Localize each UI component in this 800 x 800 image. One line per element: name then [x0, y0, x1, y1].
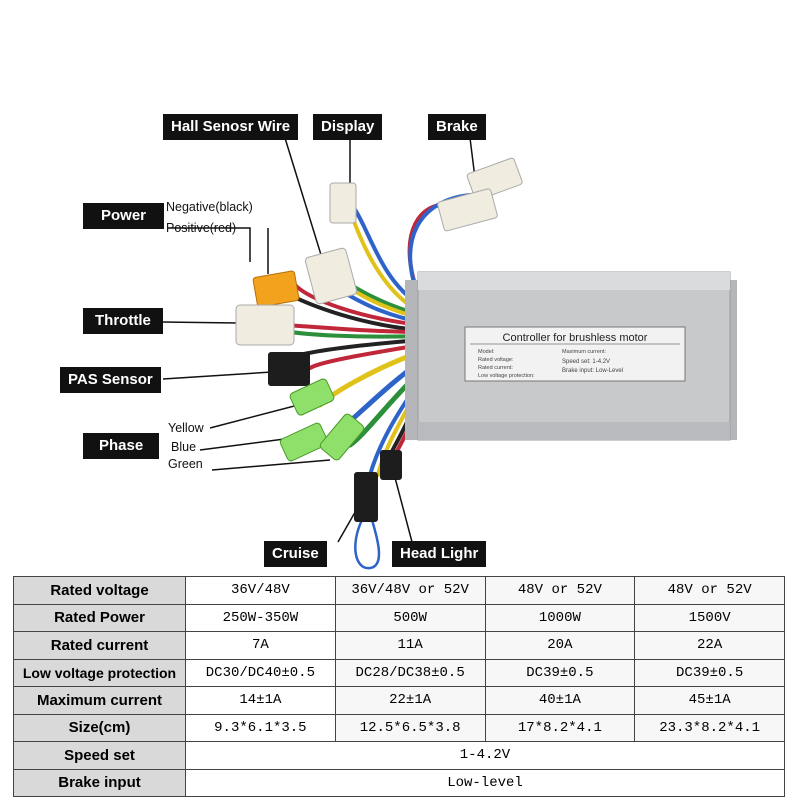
label-brake: Brake: [428, 114, 486, 140]
housing-label-plate: [464, 326, 686, 382]
headlight-connector: [380, 450, 402, 480]
label-phase-blue: Blue: [171, 440, 197, 454]
row-header: Size(cm): [13, 713, 186, 742]
label-hall-sensor-wire: Hall Senosr Wire: [163, 114, 299, 140]
table-cell: 250W-350W: [185, 603, 336, 632]
table-cell: 17*8.2*4.1: [484, 713, 636, 742]
phase-yellow-connector: [289, 378, 335, 416]
label-negative-black: Negative(black): [166, 200, 253, 214]
spec-table: Rated voltage 36V/48V 36V/48V or 52V 48V…: [13, 576, 785, 797]
spec-line-max-current: Maximum current:: [562, 349, 606, 355]
spec-line-speed-set: Speed set: 1-4.2V: [562, 359, 610, 365]
controller-photo: Controller for brushless motor Model: Ra…: [161, 137, 737, 570]
label-phase-yellow: Yellow: [168, 421, 204, 435]
table-cell: DC39±0.5: [484, 658, 636, 687]
label-head-light: Head Lighr: [392, 541, 487, 567]
table-cell: 48V or 52V: [484, 576, 636, 605]
label-display: Display: [313, 114, 383, 140]
table-cell: DC28/DC38±0.5: [334, 658, 486, 687]
row-header: Rated Power: [13, 603, 186, 632]
table-cell: DC30/DC40±0.5: [185, 658, 336, 687]
table-row: Brake input Low-level: [13, 768, 785, 797]
table-cell: 9.3*6.1*3.5: [185, 713, 336, 742]
table-row: Speed set 1-4.2V: [13, 741, 785, 770]
controller-housing: Controller for brushless motor Model: Ra…: [405, 271, 737, 441]
connectors: [235, 157, 523, 522]
table-row: Maximum current 14±1A 22±1A 40±1A 45±1A: [13, 686, 785, 715]
table-cell: 11A: [334, 631, 486, 660]
controller-title: Controller for brushless motor: [503, 332, 648, 344]
spec-line-model: Model:: [478, 349, 495, 355]
table-cell: 12.5*6.5*3.8: [334, 713, 486, 742]
throttle-connector: [235, 304, 295, 346]
table-row: Low voltage protection DC30/DC40±0.5 DC2…: [13, 658, 785, 687]
table-row: Rated voltage 36V/48V 36V/48V or 52V 48V…: [13, 576, 785, 605]
table-cell: 7A: [185, 631, 336, 660]
label-pas-sensor: PAS Sensor: [60, 367, 161, 393]
row-header: Speed set: [13, 741, 186, 770]
spec-line-current: Rated current:: [478, 365, 513, 371]
hall-connector: [304, 247, 358, 305]
spec-line-brake-input: Brake input: Low-Level: [562, 368, 623, 374]
table-cell: 23.3*8.2*4.1: [634, 713, 785, 742]
table-cell-merged: Low-level: [185, 768, 785, 797]
label-cruise: Cruise: [264, 541, 327, 567]
table-cell: 48V or 52V: [634, 576, 785, 605]
pointer-lines: [161, 137, 476, 543]
brake-connector-b: [437, 188, 498, 232]
label-power: Power: [83, 203, 165, 229]
row-header: Brake input: [13, 768, 186, 797]
label-phase: Phase: [83, 433, 160, 459]
table-cell: 40±1A: [484, 686, 636, 715]
table-row: Size(cm) 9.3*6.1*3.5 12.5*6.5*3.8 17*8.2…: [13, 713, 785, 742]
spec-line-low-voltage: Low voltage protection:: [478, 373, 535, 379]
table-cell: 36V/48V: [185, 576, 336, 605]
pas-connector: [268, 352, 310, 386]
table-row: Rated current 7A 11A 20A 22A: [13, 631, 785, 660]
display-connector: [329, 182, 357, 224]
table-cell: 500W: [334, 603, 486, 632]
table-cell: 1500V: [634, 603, 785, 632]
row-header: Rated current: [13, 631, 186, 660]
spec-line-voltage: Rated voltage:: [478, 357, 514, 363]
table-cell: 22A: [634, 631, 785, 660]
row-header: Maximum current: [13, 686, 186, 715]
power-connector: [252, 270, 300, 308]
brake-connector-a: [466, 157, 523, 201]
table-cell: 14±1A: [185, 686, 336, 715]
table-cell-merged: 1-4.2V: [185, 741, 785, 770]
label-phase-green: Green: [168, 457, 203, 471]
cruise-connector: [354, 472, 378, 522]
row-header: Low voltage protection: [13, 658, 186, 687]
row-header: Rated voltage: [13, 576, 186, 605]
label-throttle: Throttle: [83, 308, 163, 334]
table-cell: DC39±0.5: [634, 658, 785, 687]
table-cell: 22±1A: [334, 686, 486, 715]
table-cell: 20A: [484, 631, 636, 660]
table-cell: 45±1A: [634, 686, 785, 715]
phase-blue-connector: [279, 422, 329, 462]
label-positive-red: Positive(red): [166, 221, 237, 235]
table-cell: 1000W: [484, 603, 636, 632]
phase-green-connector: [319, 413, 365, 461]
table-row: Rated Power 250W-350W 500W 1000W 1500V: [13, 603, 785, 632]
table-cell: 36V/48V or 52V: [334, 576, 486, 605]
